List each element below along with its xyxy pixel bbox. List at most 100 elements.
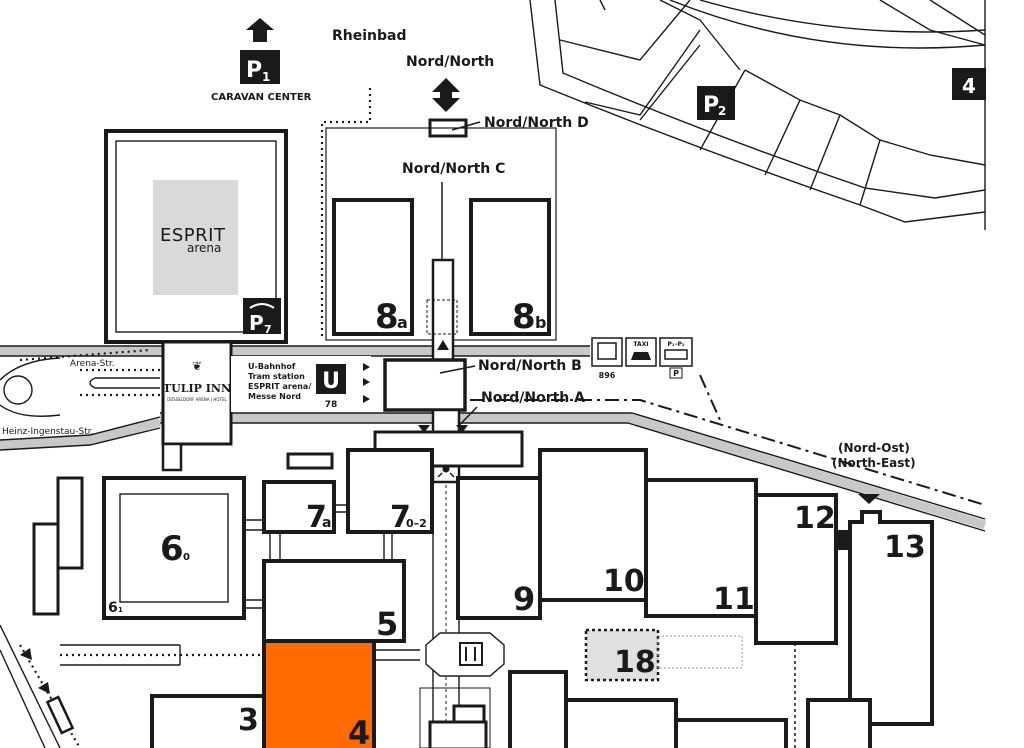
restaurant[interactable] <box>425 632 505 677</box>
left-access-road <box>0 624 264 748</box>
entrance-a-label: Nord/North A <box>481 390 585 406</box>
entrance-d-label: Nord/North D <box>484 115 589 131</box>
bottom-kiosk <box>428 720 488 748</box>
double-arrow-icon <box>432 78 460 112</box>
nord-north-label: Nord/North <box>406 54 494 70</box>
tram-line-1: U-Bahnhof <box>248 362 296 371</box>
hall-6-number: 6 <box>160 529 184 569</box>
hall-6-small-number: 6 <box>108 600 118 616</box>
hall-8b-suffix: b <box>535 313 546 332</box>
nord-ost-label: (Nord-Ost) <box>838 441 910 455</box>
tulip-sub: DÜSSELDORF ARENA | HOTEL <box>167 397 227 402</box>
heinz-str-label: Heinz-Ingenstau-Str. <box>2 427 93 437</box>
shuttle-stop[interactable]: P₁–P₂ P <box>659 337 693 379</box>
tram-line-2: Tram station <box>248 372 305 381</box>
side-building <box>56 476 84 570</box>
p7-letter: P <box>249 311 264 335</box>
hall-10-number: 10 <box>603 564 645 599</box>
p2-letter: P <box>703 93 719 118</box>
arrow-down-icon <box>858 494 880 504</box>
taxi-icon <box>631 352 651 360</box>
p2-number: 2 <box>718 104 726 118</box>
metro-letter: U <box>322 369 340 394</box>
shuttle-text: P₁–P₂ <box>667 341 684 348</box>
restaurant-icon <box>459 642 483 666</box>
p1-number: 1 <box>262 70 270 84</box>
parking-p1[interactable]: P 1 <box>240 18 280 84</box>
hall-11-number: 11 <box>713 582 755 617</box>
arena-logo-box <box>153 180 238 295</box>
hall-7a-number: 7 <box>306 500 327 535</box>
arrow-up-small-icon <box>437 340 449 350</box>
hall-8a-number: 8 <box>375 297 399 337</box>
hall-10[interactable]: 10 <box>538 448 648 602</box>
tulip-logo-icon: ❦ <box>192 359 202 373</box>
parking-p2[interactable]: P 2 <box>697 86 735 120</box>
hall-4[interactable]: 4 <box>262 639 376 748</box>
entrance-c-label: Nord/North C <box>402 161 505 177</box>
hall-3-number: 3 <box>238 703 259 738</box>
taxi-label: TAXI <box>633 341 648 348</box>
hall-7-number: 7 <box>390 500 411 535</box>
bottom-building-3 <box>674 718 788 748</box>
direction-arrows-icon <box>20 648 50 694</box>
tulip-name: TULIP INN <box>163 382 231 395</box>
p4-number: 4 <box>962 74 976 98</box>
hall-12-number: 12 <box>794 501 836 536</box>
p7-number: 7 <box>264 323 272 336</box>
main-road <box>0 345 987 532</box>
hall-8b-number: 8 <box>512 297 536 337</box>
hall-9[interactable]: 9 <box>456 476 542 620</box>
tram-number: 78 <box>325 400 338 410</box>
hall-18-extension <box>657 635 743 669</box>
parking-p4[interactable]: 4 <box>952 68 986 100</box>
taxi-stand[interactable]: TAXI <box>625 337 657 367</box>
hall-7[interactable]: 7 0–2 <box>346 448 434 535</box>
arena-brand: ESPRIT <box>160 225 226 246</box>
hall-8a[interactable]: 8 a <box>332 198 414 337</box>
hall-13[interactable]: 13 <box>848 510 934 726</box>
hall-18-number: 18 <box>614 645 656 680</box>
tram-station[interactable]: U-Bahnhof Tram station ESPRIT arena/ Mes… <box>231 356 371 412</box>
hall-11[interactable]: 11 <box>644 478 758 618</box>
hall-5[interactable]: 5 <box>262 559 406 643</box>
hall-6[interactable]: 6 0 6 1 <box>102 476 246 620</box>
hall-3[interactable]: 3 <box>150 694 266 748</box>
arena-sub: arena <box>187 241 221 255</box>
hall-4-number: 4 <box>348 714 370 748</box>
bottom-building-1 <box>508 670 568 748</box>
tram-line-4: Messe Nord <box>248 392 301 401</box>
hall-6-suffix: 0 <box>183 552 190 563</box>
hall-6-small-suffix: 1 <box>118 606 123 614</box>
small-building <box>286 452 334 470</box>
shuttle-icon <box>664 349 688 360</box>
hall-7a-suffix: a <box>322 515 331 531</box>
metro-icon <box>316 364 346 394</box>
p1-letter: P <box>246 58 262 83</box>
bus-number: 896 <box>599 371 616 380</box>
caravan-center-label: CARAVAN CENTER <box>211 92 312 103</box>
arrow-up-icon <box>246 18 274 42</box>
hall-9-number: 9 <box>513 580 535 618</box>
hall-8b[interactable]: 8 b <box>469 198 551 337</box>
entrance-b-label: Nord/North B <box>478 358 582 374</box>
hall-18[interactable]: 18 <box>584 628 743 682</box>
tulip-inn-hotel[interactable]: ❦ TULIP INN DÜSSELDORF ARENA | HOTEL <box>161 340 233 472</box>
hall-12-13-connector <box>836 530 850 550</box>
rheinbad-label: Rheinbad <box>332 28 407 44</box>
parking-p7[interactable]: P 7 <box>243 298 281 336</box>
entrance-b[interactable] <box>383 358 467 412</box>
bottom-building-4 <box>806 698 872 748</box>
esprit-arena[interactable]: ESPRIT arena <box>104 129 288 344</box>
hall-5-number: 5 <box>376 605 398 643</box>
north-corridor <box>426 258 458 362</box>
hall-12[interactable]: 12 <box>754 493 838 645</box>
bottom-building-2 <box>564 698 678 748</box>
parking-area-p2 <box>529 0 986 230</box>
hall-7a[interactable]: 7 a <box>262 480 336 535</box>
bus-stop[interactable]: 896 <box>591 337 623 380</box>
hall-7-suffix: 0–2 <box>406 517 427 530</box>
tram-arrows-icon <box>363 363 370 403</box>
